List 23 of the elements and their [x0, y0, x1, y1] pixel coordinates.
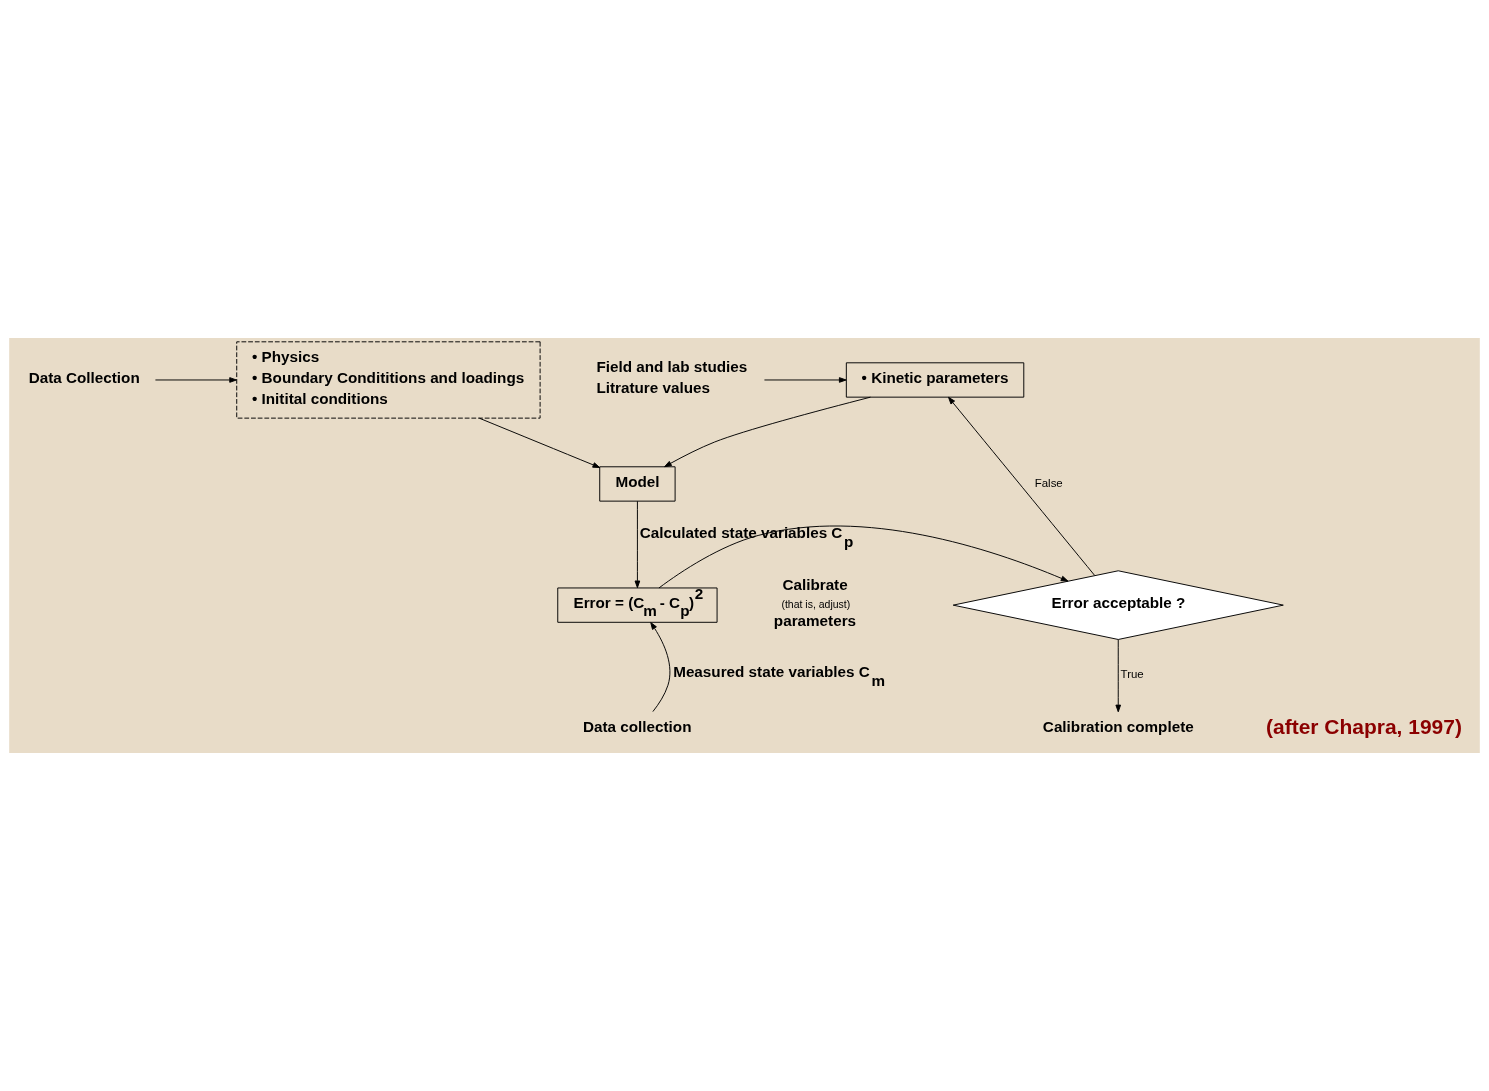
label: parameters [773, 611, 857, 629]
node-box: • Kinetic parameters [845, 362, 1025, 398]
arrow [478, 417, 601, 469]
node-box: • Physics • Boundary Condititions and loadings • Initital conditions [236, 341, 541, 419]
node-text: Calibration complete [1042, 717, 1194, 735]
node-diamond: Error acceptable ? [952, 570, 1284, 640]
arrow [1115, 639, 1122, 713]
node-box: Model [599, 466, 676, 502]
node-text: Data Collection [28, 368, 140, 386]
label: Calibrate [782, 575, 848, 593]
arrow [658, 525, 1069, 589]
arrow [634, 500, 641, 589]
arrow [154, 377, 237, 383]
edge-label: True [1120, 668, 1144, 681]
node-text: Field and lab studies Litrature values [596, 358, 748, 397]
arrow [948, 396, 1096, 576]
label: (after Chapra, 1997) [1266, 714, 1462, 738]
arrow [650, 622, 671, 713]
arrow [664, 396, 871, 468]
arrow [763, 377, 847, 383]
edge-label: False [1034, 477, 1063, 490]
node-text: Data collection [583, 717, 692, 735]
label: (that is, adjust) [781, 598, 851, 610]
